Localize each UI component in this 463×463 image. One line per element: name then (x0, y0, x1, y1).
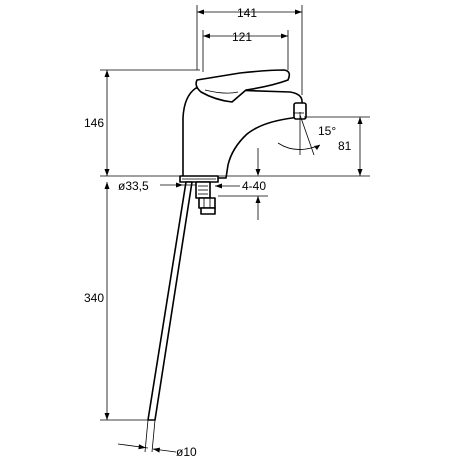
dimension-81: 81 (304, 116, 370, 176)
dim-121-label: 121 (232, 30, 252, 44)
dimension-121: 121 (202, 30, 289, 72)
dim-base-diameter-label: ø33,5 (118, 179, 149, 193)
dim-81-label: 81 (338, 139, 352, 153)
dimension-141: 141 (196, 5, 303, 95)
dimension-deck-thickness: 4-40 (215, 179, 268, 220)
dimension-base-diameter: ø33,5 (118, 179, 196, 193)
mounting-fixing (195, 181, 216, 215)
dimension-146: 146 (84, 69, 200, 176)
faucet-body (179, 69, 307, 183)
dimension-hose-diameter: ø10 (117, 419, 197, 459)
deck-thickness-marker-top (255, 148, 261, 176)
dim-340-label: 340 (84, 291, 104, 305)
dim-146-label: 146 (84, 116, 104, 130)
flexible-hose (147, 181, 193, 421)
dim-deck-thickness-label: 4-40 (242, 179, 266, 193)
dim-hose-diameter-label: ø10 (176, 445, 197, 459)
dim-141-label: 141 (237, 6, 257, 20)
dimension-15-degrees: 15° (277, 112, 336, 156)
dim-15-label: 15° (318, 124, 336, 138)
dimension-340: 340 (84, 182, 150, 421)
